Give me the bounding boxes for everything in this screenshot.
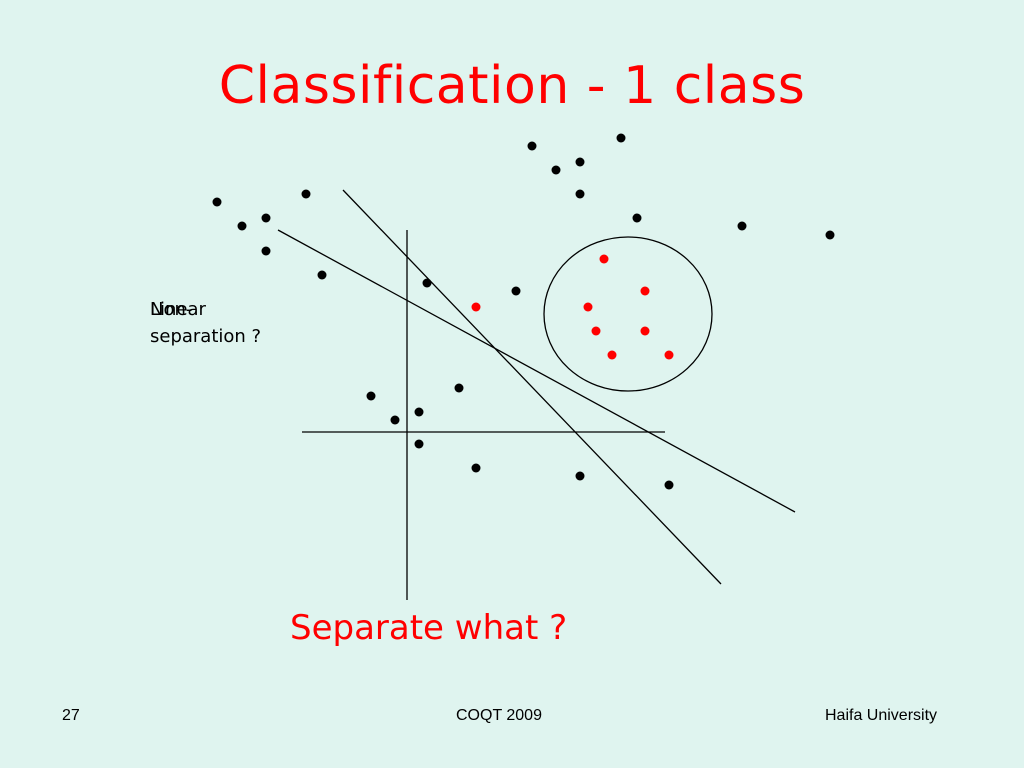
- label-overlay-non: Non-: [150, 299, 193, 320]
- footer-page-number: 27: [62, 707, 80, 724]
- black-point: [575, 189, 585, 199]
- red-point: [640, 326, 650, 336]
- black-point: [414, 439, 424, 449]
- footer-right-text: Haifa University: [825, 707, 938, 724]
- black-point: [212, 197, 222, 207]
- separate-what-caption: Separate what ?: [290, 608, 568, 648]
- black-point: [575, 157, 585, 167]
- black-point: [317, 270, 327, 280]
- black-point: [366, 391, 376, 401]
- red-point: [640, 286, 650, 296]
- black-point: [454, 383, 464, 393]
- black-points: [212, 133, 835, 490]
- red-point: [599, 254, 609, 264]
- black-point: [261, 246, 271, 256]
- black-point: [301, 189, 311, 199]
- class-enclosing-circle: [543, 236, 713, 392]
- black-point: [825, 230, 835, 240]
- red-point: [591, 326, 601, 336]
- black-point: [575, 471, 585, 481]
- red-point: [583, 302, 593, 312]
- black-point: [737, 221, 747, 231]
- black-point: [632, 213, 642, 223]
- label-overlay-linear: Linear: [150, 299, 206, 320]
- slide-title: Classification - 1 class: [218, 56, 806, 116]
- black-point: [261, 213, 271, 223]
- black-point: [616, 133, 626, 143]
- black-point: [527, 141, 537, 151]
- footer-center-text: COQT 2009: [456, 707, 542, 724]
- black-point: [511, 286, 521, 296]
- black-point: [422, 278, 432, 288]
- red-point: [607, 350, 617, 360]
- red-point: [471, 302, 481, 312]
- black-point: [664, 480, 674, 490]
- black-point: [471, 463, 481, 473]
- black-point: [390, 415, 400, 425]
- label-separation: separation ?: [150, 326, 262, 347]
- separator-line-shallow: [277, 229, 796, 513]
- red-point: [664, 350, 674, 360]
- separator-line-steep: [342, 189, 722, 585]
- black-point: [551, 165, 561, 175]
- black-point: [237, 221, 247, 231]
- red-points: [471, 254, 674, 360]
- black-point: [414, 407, 424, 417]
